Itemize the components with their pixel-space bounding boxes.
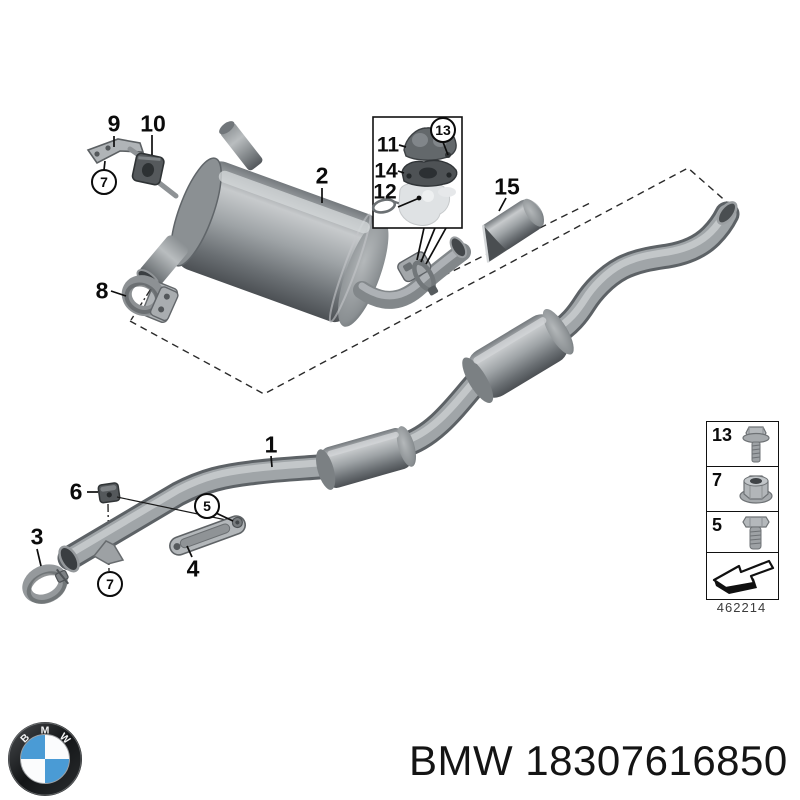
inset-detail-box: [371, 116, 463, 229]
legend-label-13: 13: [712, 425, 733, 445]
diagram-reference-code: 462214: [716, 600, 767, 615]
legend-row-13: 13: [707, 422, 778, 467]
callout-12: 12: [373, 180, 397, 204]
callout-5: 5: [194, 493, 220, 519]
resonator-center: [462, 309, 574, 403]
callout-11: 11: [376, 133, 400, 157]
legend-label-7: 7: [712, 470, 723, 490]
legend-row-direction: [707, 553, 778, 599]
callout-leader-lines: [36, 135, 507, 567]
callout-2: 2: [315, 162, 329, 189]
legend-row-5: 5: [707, 512, 778, 553]
legend-row-7: 7: [707, 467, 778, 512]
clamp-part-3: [22, 564, 70, 604]
flange-nut-icon: [739, 475, 773, 504]
rear-muffler-part-2: [136, 121, 471, 327]
clamp-part-8: [121, 275, 179, 322]
roundel-letter-m: M: [41, 725, 50, 737]
callout-1: 1: [264, 431, 278, 458]
callout-4: 4: [186, 555, 200, 582]
front-pipe-part-1: [57, 201, 740, 573]
resonator-front: [316, 426, 416, 490]
rubber-mount-part-10: [131, 152, 165, 186]
callout-10: 10: [140, 110, 166, 137]
gasket-part-14: [401, 159, 458, 187]
legend-label-5: 5: [712, 515, 723, 535]
callout-3: 3: [30, 523, 44, 550]
direction-arrow-icon: [712, 559, 775, 594]
retaining-clip-part-12: [371, 198, 400, 214]
part-number-title: BMW 18307616850: [409, 737, 788, 784]
bmw-roundel-logo: B M W: [8, 722, 82, 796]
callout-9: 9: [107, 110, 121, 137]
rubber-mount-part-6: [97, 482, 121, 504]
fastener-legend-box: 13 7: [706, 421, 779, 600]
hex-bolt-icon: [742, 516, 770, 550]
bracket-part-4: [169, 515, 246, 556]
tailpipe-tip-part-15: [481, 198, 544, 263]
pipe-hanger-tab: [92, 540, 125, 565]
callout-14: 14: [374, 159, 398, 183]
flange-bolt-icon: [742, 426, 770, 463]
callout-15: 15: [494, 173, 520, 200]
callout-6: 6: [69, 478, 83, 505]
callout-7-top: 7: [91, 169, 117, 195]
callout-13: 13: [430, 117, 456, 143]
callout-8: 8: [95, 277, 109, 304]
callout-7-bottom: 7: [97, 571, 123, 597]
